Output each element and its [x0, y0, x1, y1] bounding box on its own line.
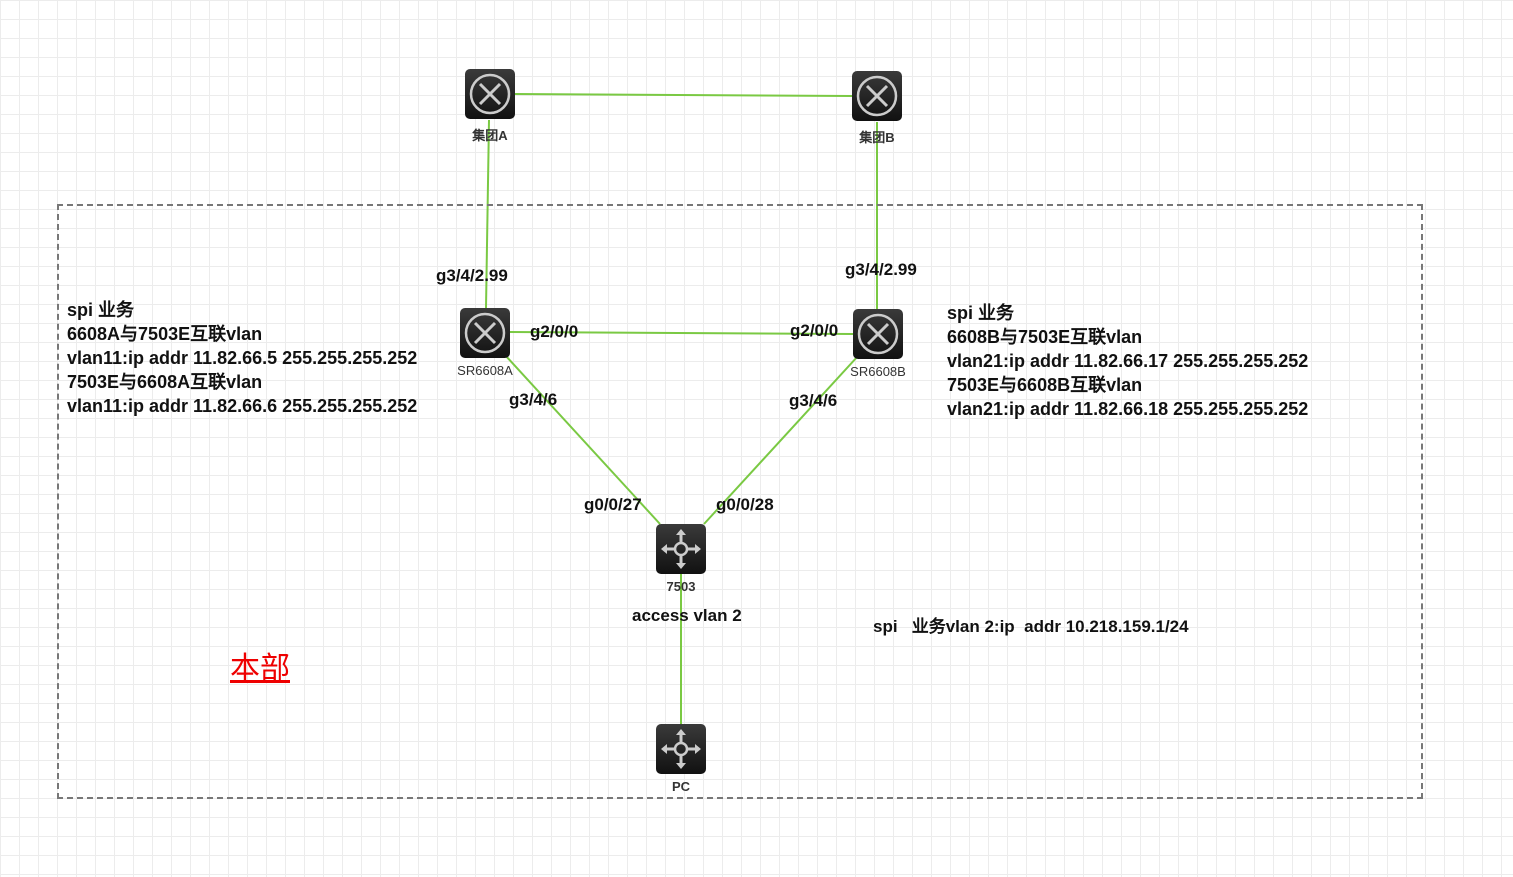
note-line: 7503E与6608A互联vlan [67, 372, 263, 392]
router-groupA[interactable] [465, 69, 515, 119]
note-line: vlan21:ip addr 11.82.66.17 255.255.255.2… [947, 351, 1309, 371]
vlan2-note: spi 业务vlan 2:ip addr 10.218.159.1/24 [873, 617, 1189, 636]
port-b-down: g3/4/6 [789, 391, 838, 410]
note-line: 6608A与7503E互联vlan [67, 324, 263, 344]
note-line: 6608B与7503E互联vlan [947, 327, 1143, 347]
port-a-g2: g2/0/0 [530, 322, 579, 341]
link-sr6608a-7503 [504, 354, 661, 525]
port-b-up: g3/4/2.99 [845, 260, 917, 279]
port-a-down: g3/4/6 [509, 390, 558, 409]
right-note: spi 业务 6608B与7503E互联vlan vlan21:ip addr … [947, 301, 1308, 421]
router-icon [464, 312, 506, 354]
label-sr6608a: SR6608A [457, 363, 513, 378]
router-icon [857, 313, 899, 355]
label-7503: 7503 [666, 579, 696, 594]
link-groupA-sr6608a [485, 119, 490, 309]
note-line: spi 业务 [67, 300, 135, 320]
headquarters-zone [57, 204, 1423, 799]
switch-7503[interactable] [656, 524, 706, 574]
switch-icon [661, 529, 701, 569]
left-note: spi 业务 6608A与7503E互联vlan vlan11:ip addr … [67, 298, 417, 418]
router-sr6608b[interactable] [853, 309, 903, 359]
note-line: vlan21:ip addr 11.82.66.18 255.255.255.2… [947, 399, 1309, 419]
note-line: vlan11:ip addr 11.82.66.6 255.255.255.25… [67, 396, 418, 416]
label-pc: PC [671, 779, 691, 794]
link-groupA-groupB [514, 93, 853, 97]
label-groupA: 集团A [472, 128, 508, 143]
switch-icon [661, 729, 701, 769]
label-sr6608b: SR6608B [850, 364, 906, 379]
note-line: spi 业务 [947, 303, 1015, 323]
link-sr6608a-sr6608b [509, 331, 854, 335]
note-line: vlan11:ip addr 11.82.66.5 255.255.255.25… [67, 348, 418, 368]
router-groupB[interactable] [852, 71, 902, 121]
pc-device[interactable] [656, 724, 706, 774]
access-vlan-label: access vlan 2 [632, 606, 742, 625]
zone-title: 本部 [230, 651, 290, 686]
port-sw-27: g0/0/27 [584, 495, 642, 514]
port-a-up: g3/4/2.99 [436, 266, 508, 285]
port-sw-28: g0/0/28 [716, 495, 774, 514]
label-groupB: 集团B [859, 130, 895, 145]
link-sr6608b-7503 [703, 355, 859, 525]
note-line: 7503E与6608B互联vlan [947, 375, 1143, 395]
router-icon [469, 73, 511, 115]
router-sr6608a[interactable] [460, 308, 510, 358]
router-icon [856, 75, 898, 117]
port-b-g2: g2/0/0 [790, 321, 839, 340]
